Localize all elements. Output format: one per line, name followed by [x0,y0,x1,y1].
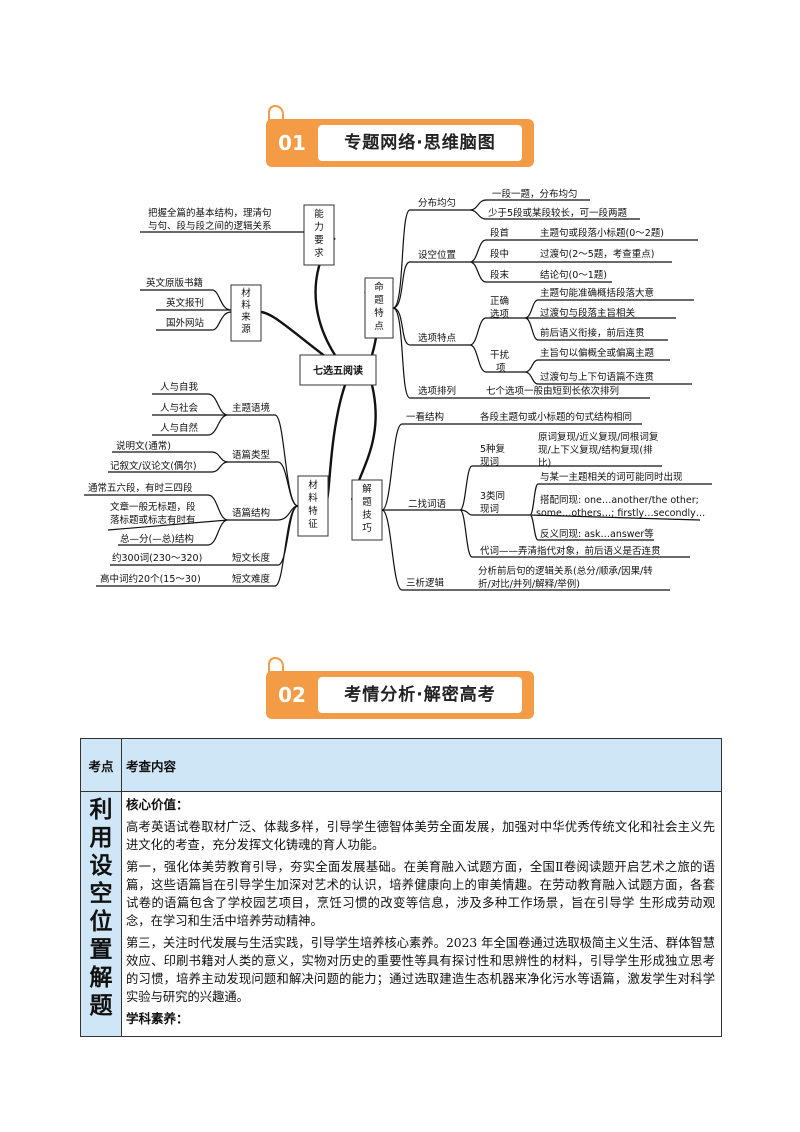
source-item-2: 英文报刊 [166,297,204,309]
three-item-3: 反义同现: ask…answer等 [540,528,654,540]
s3-text: 分析前后句的逻辑关系(总分/顺承/因果/转折/对比/并列/解释/举例) [478,565,653,590]
theme-item-2: 人与社会 [160,402,199,414]
ability-label: 能力要求 [314,208,324,259]
genre-item-1: 说明文(通常) [116,440,171,452]
skills-label: 解题技巧 [362,483,372,534]
section-number: 01 [278,131,306,155]
distribution-item-1: 一段一题，分布均匀 [492,188,578,200]
content-paragraph: 第一，强化体美劳教育引导，夯实全面发展基础。在美育融入试题方面，全国Ⅱ卷阅读题开… [126,860,715,928]
difficulty-label: 短文难度 [232,573,271,585]
five-text: 原词复现/近义复现/同根词复现/上下义复现/结构复现(排比) [538,431,659,469]
structure-label: 语篇结构 [232,507,270,519]
section-number: 02 [278,683,306,707]
structure-item-2: 文章一般无标题，段落标题或标志有时有 [110,501,196,526]
position-val-2: 过渡句(2～5题，考查重点) [540,248,655,260]
center-label: 七选五阅读 [313,364,363,377]
exam-analysis-table: 考点 考查内容 利用设空位置解题 核心价值： 高考英语试卷取材广泛、体裁多样，引… [80,738,722,1037]
structure-item-1: 通常五六段，有时三四段 [88,482,193,494]
correct-item-1: 主题句能准确概括段落大意 [540,287,654,299]
distract-item-1: 主旨句以偏概全或偏离主题 [540,347,655,359]
source-item-1: 英文原版书籍 [146,277,203,289]
options-label: 选项特点 [418,332,457,344]
theme-item-1: 人与自我 [160,381,199,393]
arrange-label: 选项排列 [418,385,456,397]
distribution-item-2: 少于5段或某段较长，可一段两题 [488,207,628,219]
pronoun-text: 代词——弄清指代对象，前后语义是否连贯 [480,545,661,557]
genre-item-2: 记叙文/议论文(偶尔) [110,460,197,472]
material-label: 材料特征 [308,479,318,530]
structure-item-3: 总—分(—总)结构 [120,533,194,545]
content-cell: 核心价值： 高考英语试卷取材广泛、体裁多样，引导学生德智体美劳全面发展，加强对中… [121,791,722,1037]
core-value-title: 核心价值： [126,797,189,812]
exam-point-cell: 利用设空位置解题 [80,791,122,1037]
ability-text2: 与句、段与段之间的逻辑关系 [148,220,272,232]
correct-item-2: 过渡句与段落主旨相关 [540,307,636,319]
source-item-3: 国外网站 [166,317,205,329]
skills-box [351,479,383,541]
exam-point-char: 利 [89,796,113,823]
position-label: 设空位置 [418,249,456,261]
exam-point-char: 空 [89,880,113,907]
length-label: 短文长度 [232,552,271,564]
center-box [299,354,377,386]
header-col1: 考点 [80,738,122,792]
theme-label: 主题语境 [232,402,271,414]
position-key-3: 段末 [490,269,510,281]
distract-label: 干扰项 [490,349,510,374]
section-title: 考情分析·解密高考 [344,685,496,705]
source-label: 材料来源 [241,287,251,335]
proposition-label: 命题特点 [374,281,384,332]
three-label: 3类同现词 [480,490,505,515]
correct-item-3: 前后语义衔接，前后连贯 [540,327,645,339]
s3-label: 三析逻辑 [406,577,445,589]
theme-item-3: 人与自然 [160,422,199,434]
correct-label: 正确选项 [490,295,510,320]
exam-point-char: 用 [89,824,113,851]
position-val-1: 主题句或段落小标题(0～2题) [540,227,664,239]
genre-label: 语篇类型 [232,449,271,461]
content-paragraph: 第三，关注时代发展与生活实践，引导学生培养核心素养。2023 年全国卷通过选取极… [126,936,715,1004]
distract-item-2: 过渡句与上下句语篇不连贯 [540,371,654,383]
s2-label: 二找词语 [408,498,447,510]
exam-point-char: 位 [89,908,113,935]
exam-point-char: 题 [89,992,113,1019]
length-text: 约300词(230～320) [112,552,202,564]
source-box [230,284,262,342]
five-label: 5种复现词 [480,443,506,468]
exam-point-text: 利用设空位置解题 [81,796,121,1020]
section-title: 专题网络·思维脑图 [344,133,496,153]
section-banner-2: 02 考情分析·解密高考 [266,657,534,719]
proposition-box [364,277,394,339]
literacy-title: 学科素养： [126,1011,189,1026]
s1-text: 各段主题句或小标题的句式结构相同 [480,411,632,423]
content-paragraph: 高考英语试卷取材广泛、体裁多样，引导学生德智体美劳全面发展，加强对中华优秀传统文… [126,820,715,852]
ability-text1: 把握全篇的基本结构，理清句 [148,207,272,219]
three-item-2: 搭配同现: one…another/the other;some…others…… [536,494,705,519]
mind-map: 能力要求 把握全篇的基本结构，理清句 与句、段与段之间的逻辑关系 材料来源 英文… [84,188,712,591]
arrange-text: 七个选项一般由短到长依次排列 [486,385,619,397]
table-header-row: 考点 考查内容 [80,738,722,792]
ability-box [303,204,335,266]
exam-point-char: 置 [89,936,113,963]
section-banner-1: 01 专题网络·思维脑图 [266,105,534,167]
distribution-label: 分布均匀 [418,197,456,209]
position-val-3: 结论句(0～1题) [540,269,607,281]
table-row: 利用设空位置解题 核心价值： 高考英语试卷取材广泛、体裁多样，引导学生德智体美劳… [80,791,722,1037]
position-key-1: 段首 [490,227,510,239]
exam-point-char: 解 [89,964,113,991]
three-item-1: 与某一主题相关的词可能同时出现 [540,471,683,483]
position-key-2: 段中 [490,248,509,260]
s1-label: 一看结构 [406,411,444,423]
header-col2: 考查内容 [121,738,722,792]
exam-point-char: 设 [89,852,113,879]
difficulty-text: 高中词约20个(15～30) [100,573,201,585]
